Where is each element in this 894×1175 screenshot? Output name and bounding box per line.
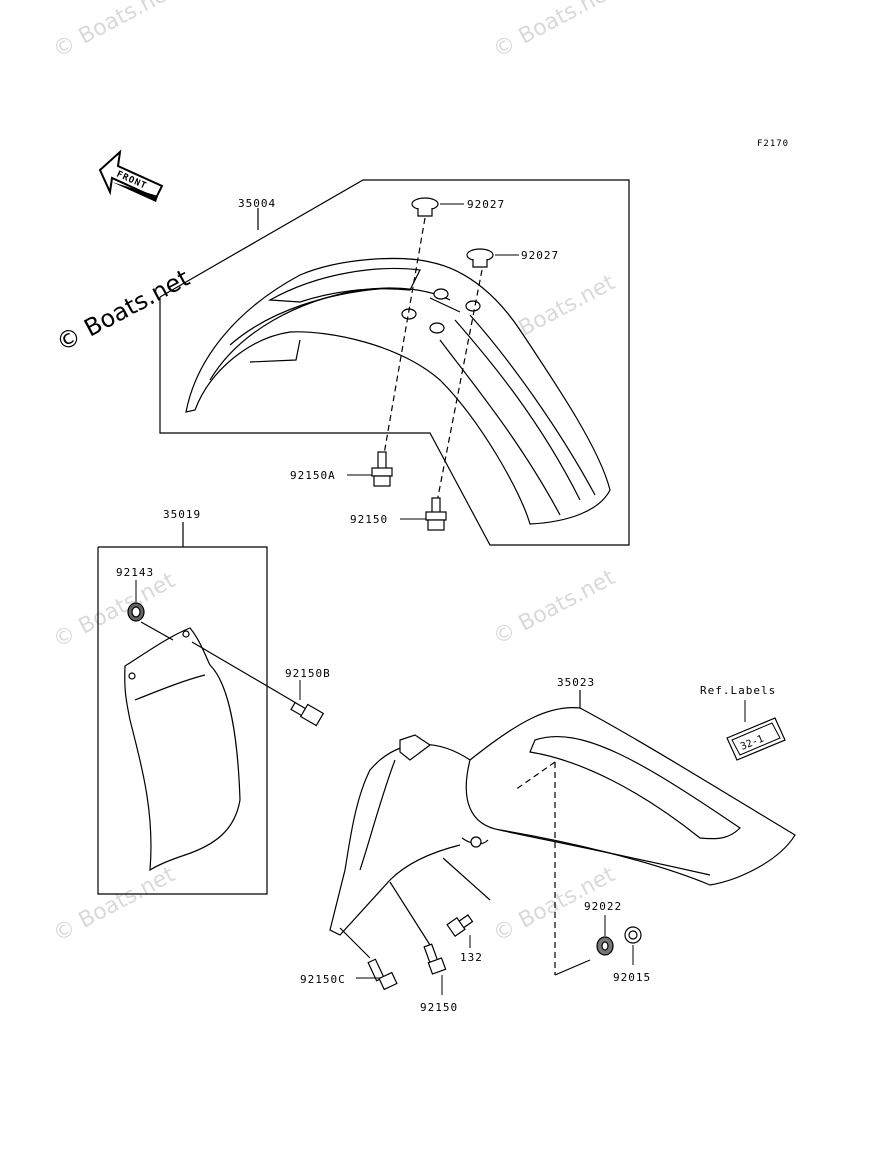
cap-icon	[411, 197, 494, 268]
rear-fender-group	[329, 690, 796, 976]
watermark-6: © Boats.net	[49, 862, 180, 947]
washer-icon	[127, 602, 145, 622]
bolt-icon	[371, 451, 447, 531]
watermark-4: © Boats.net	[49, 568, 180, 653]
diagram-code: F2170	[757, 139, 789, 149]
ref-labels: Ref.Labels	[700, 684, 776, 697]
part-35019: 35019	[163, 508, 201, 521]
mud-guard-group	[97, 522, 301, 895]
part-92015: 92015	[613, 971, 651, 984]
part-92143: 92143	[116, 566, 154, 579]
guard-bolt-icon	[290, 701, 325, 727]
part-92150: 92150	[350, 513, 388, 526]
watermark-2: © Boats.net	[489, 0, 620, 63]
part-132: 132	[460, 951, 483, 964]
part-35023: 35023	[557, 676, 595, 689]
rear-bolt-icon	[367, 914, 474, 991]
watermark-5: © Boats.net	[489, 565, 620, 650]
part-92027-b: 92027	[521, 249, 559, 262]
part-92022: 92022	[584, 900, 622, 913]
nut-icon	[596, 926, 642, 956]
part-92150-rear: 92150	[420, 1001, 458, 1014]
part-35004: 35004	[238, 197, 276, 210]
main-watermark: © Boats.net	[52, 264, 194, 357]
part-92150B: 92150B	[285, 667, 331, 680]
label-sticker-icon: 32-1	[726, 700, 786, 761]
part-92027-a: 92027	[467, 198, 505, 211]
part-92150A: 92150A	[290, 469, 336, 482]
front-fender-group	[159, 179, 630, 546]
part-92150C: 92150C	[300, 973, 346, 986]
front-arrow-icon: FRONT	[98, 149, 164, 202]
watermark-1: © Boats.net	[49, 0, 180, 63]
